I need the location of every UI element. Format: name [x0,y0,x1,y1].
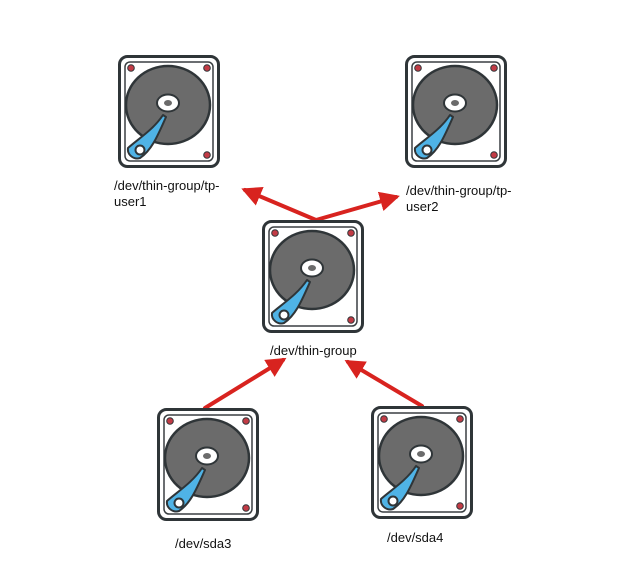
edge-thin-group-to-tp-user1 [241,187,318,222]
label-sda3: /dev/sda3 [175,536,232,551]
label-thin-group: /dev/thin-group [270,343,357,358]
label-tp-user2-line1: /dev/thin-group/tp- [406,183,512,198]
node-sda4 [371,406,473,519]
hard-drive-icon [262,220,364,333]
edges [203,187,424,410]
hard-drive-icon [405,55,507,168]
hard-drive-icon [157,408,259,521]
edge-sda3-to-thin-group [203,357,287,410]
label-sda4: /dev/sda4 [387,530,444,545]
hard-drive-icon [371,406,473,519]
label-tp-user2: /dev/thin-group/tp- user2 [406,183,512,215]
node-tp-user1 [118,55,220,168]
node-tp-user2 [405,55,507,168]
label-tp-user2-line2: user2 [406,199,439,214]
label-tp-user1: /dev/thin-group/tp- user1 [114,178,220,210]
label-tp-user1-line2: user1 [114,194,147,209]
edge-sda4-to-thin-group [344,359,424,408]
edge-thin-group-to-tp-user2 [314,191,400,222]
hard-drive-icon [118,55,220,168]
node-thin-group [262,220,364,333]
label-tp-user1-line1: /dev/thin-group/tp- [114,178,220,193]
node-sda3 [157,408,259,521]
